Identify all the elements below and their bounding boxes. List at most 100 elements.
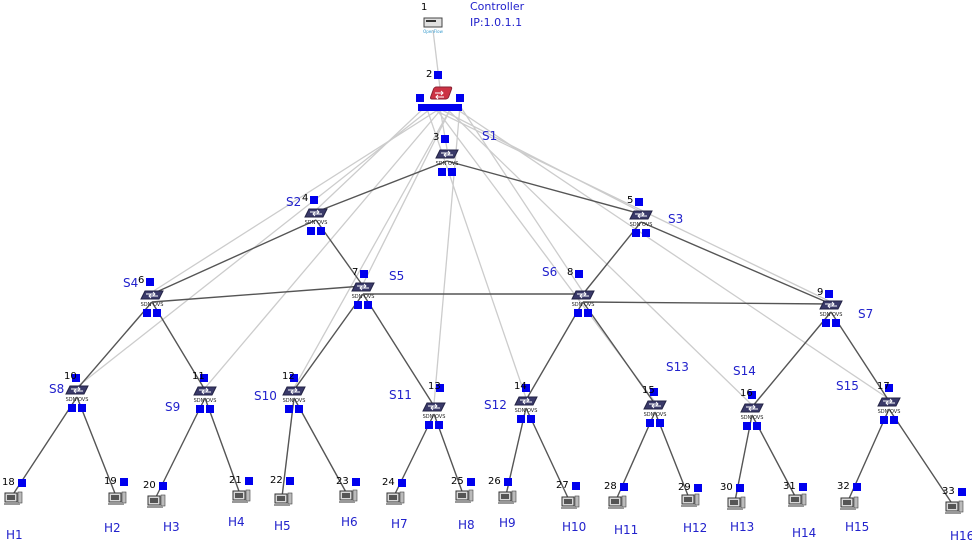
port-s3-a xyxy=(632,229,640,237)
port-s6-b xyxy=(584,309,592,317)
host-tower-h12 xyxy=(694,493,700,506)
switch-arrows-s5 xyxy=(357,283,369,291)
port-s15-a xyxy=(880,416,888,424)
sdn-ovs-switch-icon[interactable] xyxy=(65,385,89,395)
switch-arrows-s12 xyxy=(520,397,532,405)
switch-sublabel: SDN OVS xyxy=(141,302,164,308)
port-s10-a xyxy=(285,405,293,413)
host-tower-h15 xyxy=(853,496,859,509)
port-h9 xyxy=(504,478,512,486)
host-tower-h13 xyxy=(740,496,746,509)
sdn-ovs-switch-icon[interactable] xyxy=(643,400,667,410)
host-number-h13: 30 xyxy=(720,482,733,493)
switch-label-s6: S6 xyxy=(542,265,558,279)
port-s2-up xyxy=(310,196,318,204)
sdn-ovs-switch-icon[interactable] xyxy=(740,403,764,413)
sdn-ovs-switch-icon[interactable] xyxy=(629,210,653,220)
switch-sublabel: SDN OVS xyxy=(305,220,328,226)
port-s12-a xyxy=(517,415,525,423)
port-s2-a xyxy=(307,227,315,235)
host-number-h2: 19 xyxy=(104,476,117,487)
host-number-h8: 25 xyxy=(451,476,464,487)
port-s9-b xyxy=(206,405,214,413)
port-h16 xyxy=(958,488,966,496)
switch-number-s1: 3 xyxy=(433,132,440,143)
link-s7-s15 xyxy=(830,311,890,402)
link-s9-h4 xyxy=(204,397,241,495)
host-tower-h10 xyxy=(574,495,580,508)
switch-sublabel: SDN OVS xyxy=(630,222,653,228)
switch-sublabel: SDN OVS xyxy=(352,294,375,300)
host-label-h12: H12 xyxy=(683,521,708,535)
sdn-ovs-switch-icon[interactable] xyxy=(877,397,901,407)
host-tower-h4 xyxy=(245,489,251,502)
switch-sublabel: SDN OVS xyxy=(66,397,89,403)
port-s1-b xyxy=(448,168,456,176)
sdn-ovs-switch-icon[interactable] xyxy=(571,290,595,300)
switch-label-s8: S8 xyxy=(49,382,65,396)
host-screen-h13 xyxy=(730,500,738,505)
port-s14-a xyxy=(743,422,751,430)
switch-label-s7: S7 xyxy=(858,307,874,321)
host-keyboard-h13 xyxy=(727,508,743,510)
port-s9-up xyxy=(200,374,208,382)
host-tower-h5 xyxy=(287,492,293,505)
link-s4-s5 xyxy=(151,285,364,303)
port-s10-b xyxy=(295,405,303,413)
host-tower-h9 xyxy=(511,490,517,503)
host-label-h9: H9 xyxy=(499,516,516,530)
host-number-h14: 31 xyxy=(783,481,796,492)
switch-label-s5: S5 xyxy=(389,269,405,283)
switch-arrows-s6 xyxy=(577,291,589,299)
link-s6-s7 xyxy=(582,301,832,305)
host-keyboard-h6 xyxy=(339,501,355,503)
sdn-ovs-switch-icon[interactable] xyxy=(140,290,164,300)
port-s8-a xyxy=(68,404,76,412)
controller-number: 1 xyxy=(421,2,428,13)
port-s9-a xyxy=(196,405,204,413)
switch-label-s3: S3 xyxy=(668,212,684,226)
sdn-ovs-switch-icon[interactable] xyxy=(351,282,375,292)
link-s6-s12 xyxy=(525,301,584,401)
host-keyboard-h4 xyxy=(232,501,248,503)
switch-label-s13: S13 xyxy=(666,360,689,374)
link-s5-s11 xyxy=(362,293,435,407)
openflow-logo-text: OpenFlow xyxy=(423,29,444,34)
sdn-ovs-switch-icon[interactable] xyxy=(514,396,538,406)
link-s3-s6 xyxy=(582,221,642,295)
port-s15-b xyxy=(890,416,898,424)
switch-arrows-s4 xyxy=(146,291,158,299)
port-s5-b xyxy=(364,301,372,309)
port-h15 xyxy=(853,483,861,491)
sdn-ovs-switch-icon[interactable] xyxy=(304,208,328,218)
host-label-h7: H7 xyxy=(391,517,408,531)
controller-server-icon[interactable] xyxy=(423,17,443,28)
port-s12-up xyxy=(522,384,530,392)
host-number-h16: 33 xyxy=(942,486,955,497)
host-label-h8: H8 xyxy=(458,518,475,532)
control-link-s7 xyxy=(425,105,832,303)
switch-number-s5: 7 xyxy=(352,267,359,278)
switch-label-s9: S9 xyxy=(165,400,181,414)
host-screen-h12 xyxy=(684,497,692,502)
host-label-h3: H3 xyxy=(163,520,180,534)
host-label-h2: H2 xyxy=(104,521,121,535)
sdn-ovs-switch-icon[interactable] xyxy=(193,386,217,396)
link-s10-h6 xyxy=(293,397,348,495)
host-tower-h6 xyxy=(352,489,358,502)
port-h5 xyxy=(286,477,294,485)
switch-arrows-s7 xyxy=(825,301,837,309)
sdn-ovs-switch-icon[interactable] xyxy=(435,149,459,159)
sdn-ovs-switch-icon[interactable] xyxy=(422,402,446,412)
sdn-ovs-switch-icon[interactable] xyxy=(282,386,306,396)
switch-arrows-s2 xyxy=(310,209,322,217)
control-links xyxy=(76,29,890,406)
port-s4-a xyxy=(143,309,151,317)
host-number-h10: 27 xyxy=(556,480,569,491)
switch-number-s15: 17 xyxy=(877,381,890,392)
sdn-ovs-switch-icon[interactable] xyxy=(819,300,843,310)
switch-label-s1: S1 xyxy=(482,129,498,143)
link-s5-s10 xyxy=(293,293,364,391)
link-s15-h16 xyxy=(888,408,954,506)
